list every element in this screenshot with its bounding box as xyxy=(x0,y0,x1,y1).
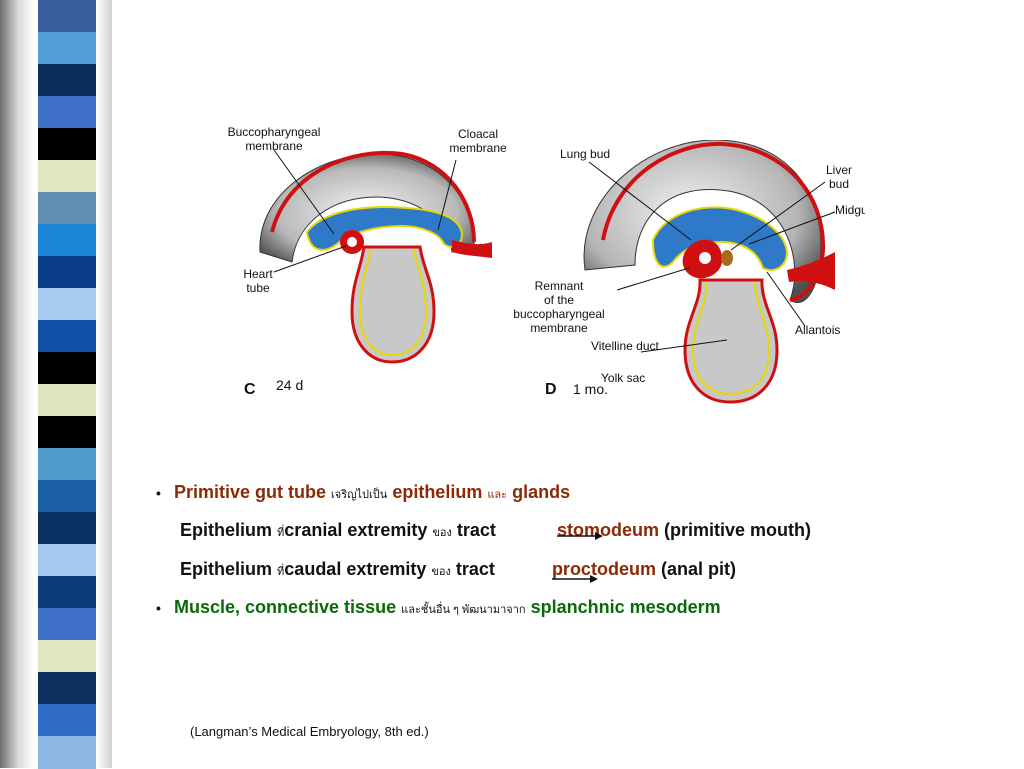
label-liver-1: Liver xyxy=(826,163,852,177)
allantois xyxy=(452,240,492,258)
bullet-mark: • xyxy=(156,600,161,616)
label-heart-2: tube xyxy=(246,281,270,295)
label-remnant-3: buccopharyngeal xyxy=(513,307,604,321)
label-cloacal-1: Cloacal xyxy=(458,127,498,141)
label-buccopharyngeal-2: membrane xyxy=(245,139,303,153)
term-cranial-extremity: cranial extremity xyxy=(284,520,428,540)
term-glands: glands xyxy=(512,482,571,502)
proctodeum-term: proctodeum xyxy=(551,559,656,583)
decorative-stripe xyxy=(0,0,112,769)
thai-at: ที่ xyxy=(277,566,285,578)
label-cloacal-2: membrane xyxy=(449,141,507,155)
term-tract: tract xyxy=(455,559,495,579)
label-remnant-1: Remnant xyxy=(535,279,584,293)
term-anal-pit: (anal pit) xyxy=(660,559,736,579)
citation: (Langman’s Medical Embryology, 8th ed.) xyxy=(190,724,429,739)
stripe-block xyxy=(38,0,96,33)
thai-and: และ xyxy=(487,489,508,501)
label-heart-1: Heart xyxy=(243,267,273,281)
stripe-block xyxy=(38,576,96,609)
label-remnant-2: of the xyxy=(544,293,574,307)
stripe-block xyxy=(38,288,96,321)
bullet-mark: • xyxy=(156,485,161,501)
panel-letter-c: C xyxy=(244,381,256,398)
stripe-block xyxy=(38,480,96,513)
gut-tube xyxy=(305,206,464,251)
term-stom: stom xyxy=(556,520,600,540)
thai-develops-from: และชั้นอื่น ๆ พัฒนามาจาก xyxy=(401,604,526,616)
stripe-block xyxy=(38,160,96,193)
stripe-block xyxy=(38,352,96,385)
term-proc: proc xyxy=(551,559,591,579)
stripe-block xyxy=(38,704,96,737)
stomodeum-term: stomodeum xyxy=(556,520,659,541)
stripe-block xyxy=(38,384,96,417)
stripe-block xyxy=(38,416,96,449)
stripe-block xyxy=(38,608,96,641)
stripe-block xyxy=(38,256,96,289)
arrow-icon xyxy=(556,532,603,540)
stripe-block xyxy=(38,224,96,257)
line-cranial-extremity: Epithelium ที่cranial extremity ของ trac… xyxy=(180,520,811,541)
stripe-block xyxy=(38,320,96,353)
label-buccopharyngeal-1: Buccopharyngeal xyxy=(228,125,321,139)
label-allantois: Allantois xyxy=(795,323,840,337)
amnion-outline xyxy=(270,150,476,243)
thai-of: ของ xyxy=(431,566,451,578)
label-lung-bud: Lung bud xyxy=(560,147,610,161)
stripe-block xyxy=(38,64,96,97)
stripe-block xyxy=(38,672,96,705)
stripe-block xyxy=(38,512,96,545)
term-primitive-gut-tube: Primitive gut tube xyxy=(174,482,327,502)
gut-tube xyxy=(651,206,789,271)
label-vitelline-duct: Vitelline duct xyxy=(591,339,659,353)
bullet-primitive-gut-tube: • Primitive gut tube เจริญไปเป็น epitheli… xyxy=(156,482,570,503)
bullet-muscle-connective: • Muscle, connective tissue และชั้นอื่น ๆ… xyxy=(156,597,721,618)
label-midgut: Midgut xyxy=(835,203,865,217)
age-c: 24 d xyxy=(276,377,303,393)
term-tract: tract xyxy=(456,520,496,540)
yolk-sac xyxy=(683,278,779,404)
term-odeum: odeum xyxy=(599,520,659,540)
stripe-block xyxy=(38,192,96,225)
label-yolk-sac: Yolk sac xyxy=(601,371,645,385)
term-epithelium: epithelium xyxy=(392,482,483,502)
yolk-sac xyxy=(350,245,436,364)
stripe-block xyxy=(38,32,96,65)
allantois xyxy=(787,252,835,290)
term-muscle-connective-tissue: Muscle, connective tissue xyxy=(174,597,397,617)
embryo-body xyxy=(583,139,822,303)
arrow-icon xyxy=(551,575,598,583)
stripe-block xyxy=(38,544,96,577)
line-caudal-extremity: Epithelium ที่caudal extremity ของ tract… xyxy=(180,559,736,583)
stripe-block xyxy=(38,96,96,129)
age-d: 1 mo. xyxy=(573,381,608,397)
term-epithelium: Epithelium xyxy=(180,559,273,579)
term-todeum: todeum xyxy=(590,559,656,579)
stripe-block xyxy=(38,736,96,769)
term-splanchnic-mesoderm: splanchnic mesoderm xyxy=(530,597,721,617)
panel-letter-d: D xyxy=(545,381,557,398)
thai-at: ที่ xyxy=(277,527,285,539)
label-liver-2: bud xyxy=(829,177,849,191)
term-primitive-mouth: (primitive mouth) xyxy=(663,520,811,540)
thai-of: ของ xyxy=(432,527,452,539)
label-remnant-4: membrane xyxy=(530,321,588,335)
term-epithelium: Epithelium xyxy=(180,520,273,540)
stripe-block xyxy=(38,448,96,481)
term-caudal-extremity: caudal extremity xyxy=(284,559,427,579)
stripe-block xyxy=(38,128,96,161)
stripe-block xyxy=(38,640,96,673)
thai-develops-into: เจริญไปเป็น xyxy=(331,489,388,501)
